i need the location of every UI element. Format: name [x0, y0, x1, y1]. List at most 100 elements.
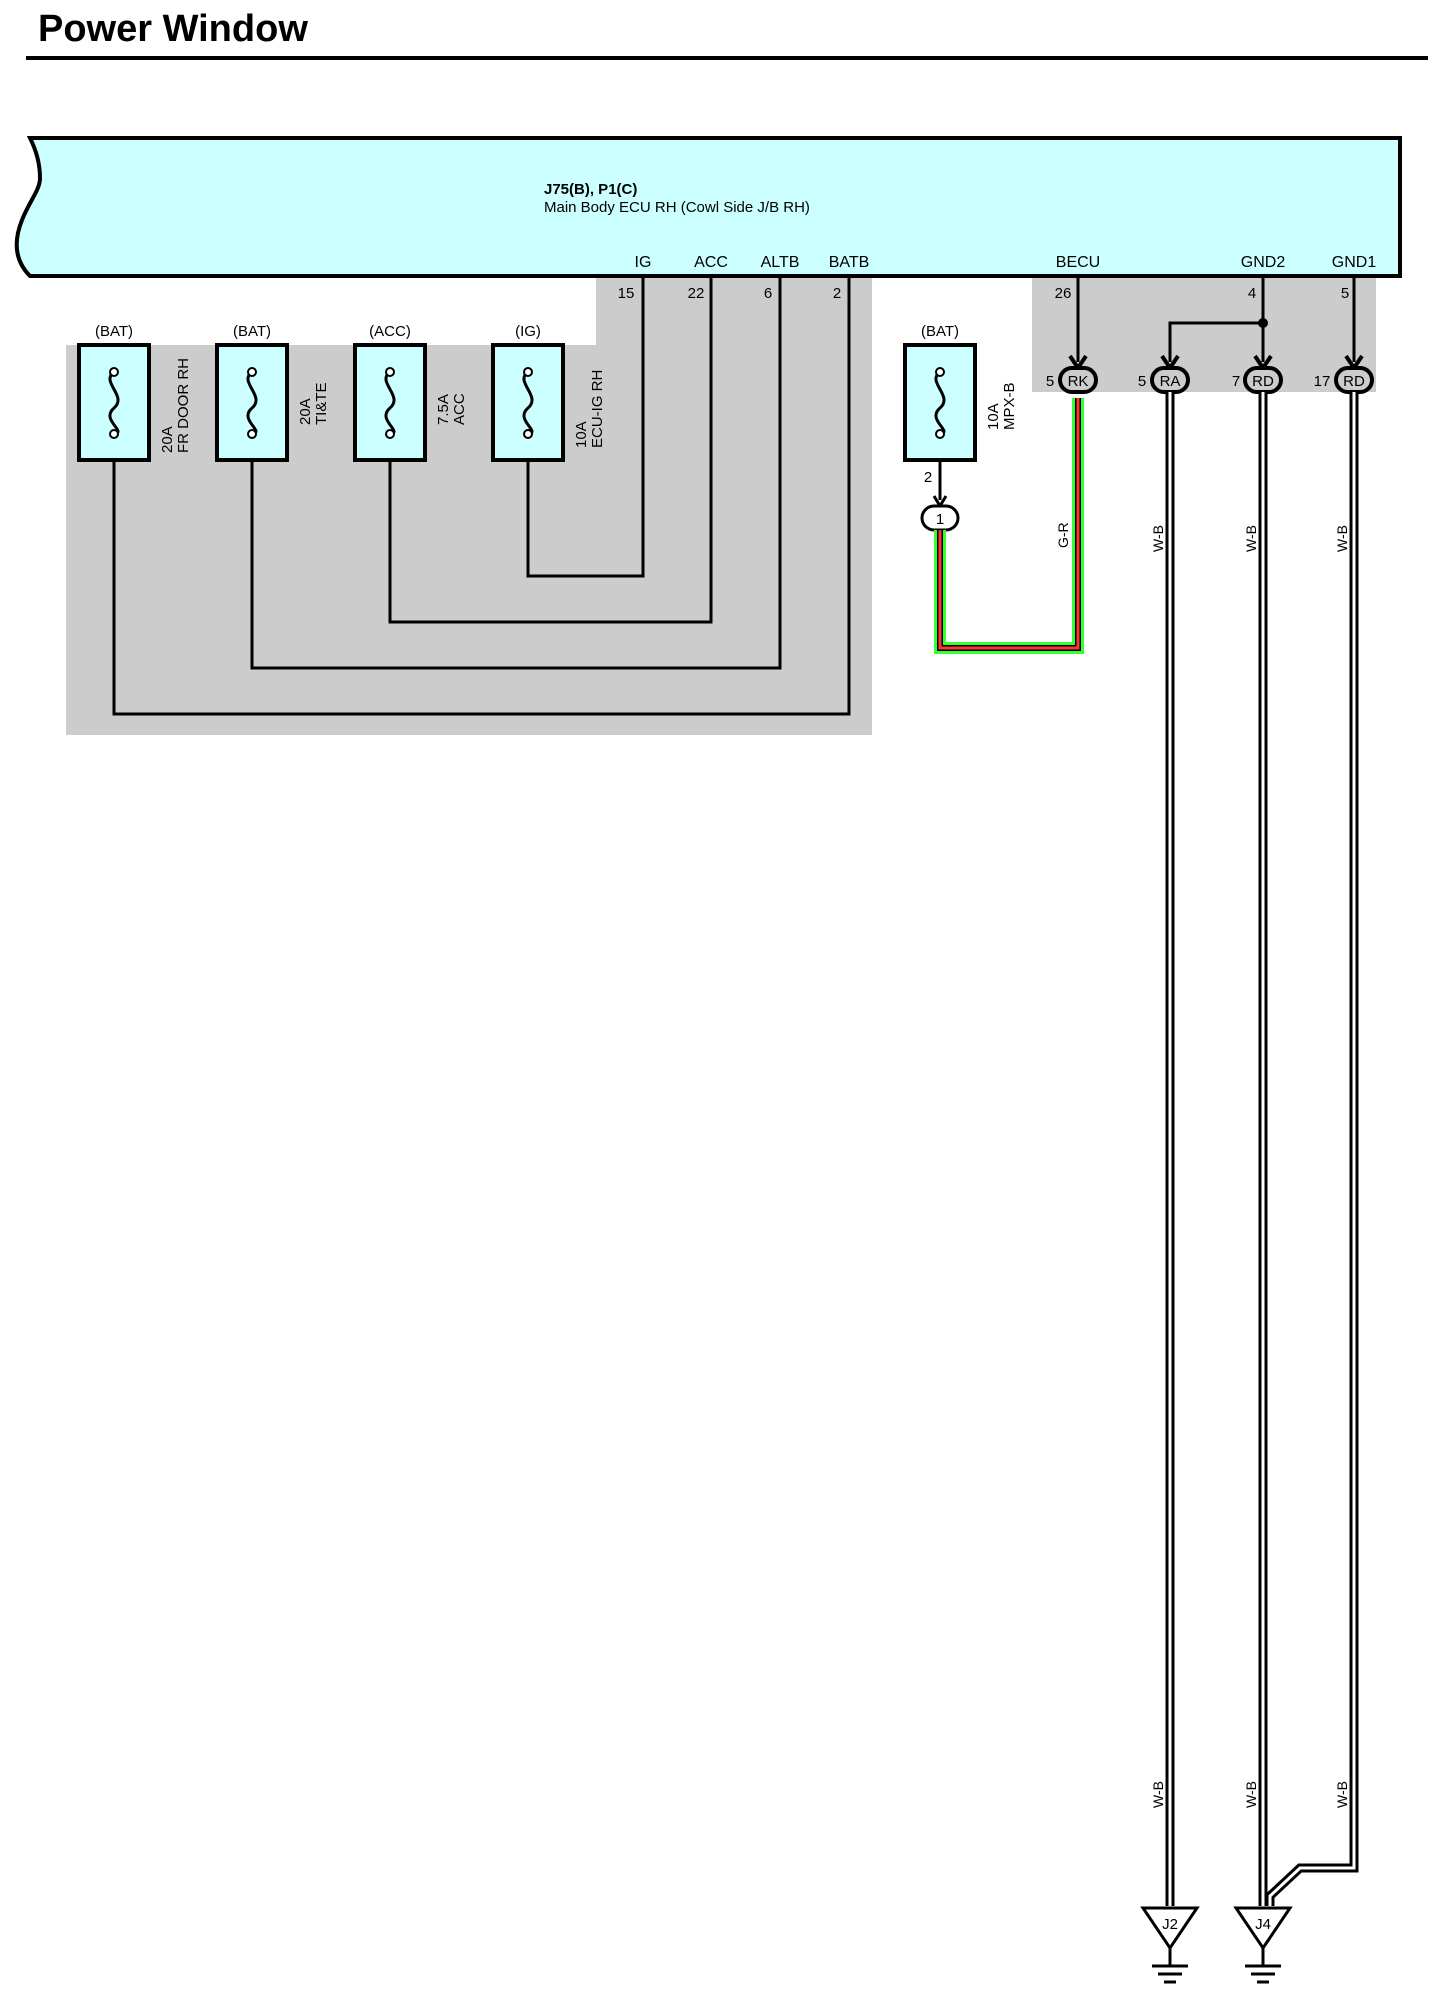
connector-pin-number: 7	[1232, 373, 1240, 390]
pin-label-altb: ALTB	[761, 254, 800, 271]
connector-pin-number: 5	[1046, 373, 1054, 390]
fuse-element	[384, 370, 396, 436]
fuse-tite: (BAT) 20A TI&TE	[215, 323, 330, 462]
wire-w-b-edge	[1265, 392, 1359, 1906]
fuse-box	[903, 343, 977, 462]
connector-pin-number: 17	[1314, 373, 1331, 390]
fuse-box	[77, 343, 151, 462]
connector-rd-17: RD 17	[1314, 366, 1374, 394]
title-rule	[26, 56, 1428, 60]
fuse-acc: (ACC) 7.5A ACC	[353, 323, 468, 462]
fuse-rating: 10A	[985, 403, 1002, 430]
pin-number-altb: 6	[764, 285, 772, 302]
pin-number-gnd1: 5	[1341, 285, 1349, 302]
pin-number-becu: 26	[1055, 285, 1072, 302]
fuse-element	[108, 370, 120, 436]
fuse-source-label: (IG)	[515, 323, 541, 340]
fuse-terminal	[523, 429, 533, 439]
page-title: Power Window	[38, 8, 308, 50]
fuse-box	[491, 343, 565, 462]
pin-label-gnd1: GND1	[1332, 254, 1377, 271]
connector-pin-number: 2	[924, 469, 932, 486]
fuse-rating: 7.5A	[435, 394, 452, 425]
pin-label-acc: ACC	[694, 254, 728, 271]
fuse-terminal	[523, 367, 533, 377]
ground-triangle	[1140, 1906, 1200, 1951]
wire-color-code-ra-top: W-B	[1150, 525, 1166, 552]
fuse-terminal	[247, 367, 257, 377]
wire-color-code-rd17-top: W-B	[1334, 525, 1350, 552]
connector-id: RK	[1068, 373, 1089, 390]
fuse-name: ACC	[451, 393, 468, 425]
fuse-terminal	[935, 429, 945, 439]
ecu-title: J75(B), P1(C)	[544, 181, 637, 198]
fuse-element	[522, 370, 534, 436]
wire-color-code-rd7-top: W-B	[1243, 525, 1259, 552]
pin-label-ig: IG	[635, 254, 652, 271]
junction-dot	[1258, 318, 1268, 328]
fuse-terminal	[109, 367, 119, 377]
fuse-terminal	[109, 429, 119, 439]
ecu-box	[14, 136, 1402, 278]
wire-frdoor-to-batb	[112, 276, 851, 716]
connector-rk-shape	[1058, 366, 1098, 394]
wire-tite-to-altb	[250, 276, 782, 670]
wire-color-code-rd7-bottom: W-B	[1243, 1781, 1259, 1808]
pin-number-batb: 2	[833, 285, 841, 302]
fuse-name: MPX-B	[1001, 382, 1018, 430]
fuse-source-label: (BAT)	[233, 323, 271, 340]
ground-id: J4	[1255, 1916, 1271, 1933]
fuse-source-label: (BAT)	[921, 323, 959, 340]
wire-color-code-ra-bottom: W-B	[1150, 1781, 1166, 1808]
wire-color-code-rd17-bottom: W-B	[1334, 1781, 1350, 1808]
connector-id: RD	[1343, 373, 1365, 390]
connector-id: RA	[1160, 373, 1181, 390]
fuse-ecu-ig-rh: (IG) 10A ECU-IG RH	[491, 323, 606, 462]
fuse-terminal	[385, 367, 395, 377]
pin-number-gnd2: 4	[1248, 285, 1256, 302]
ecu-subtitle: Main Body ECU RH (Cowl Side J/B RH)	[544, 199, 810, 216]
internal-wires	[112, 276, 851, 716]
fuse-fr-door-rh: (BAT) 20A FR DOOR RH	[77, 323, 192, 462]
jb-internal-area-left	[66, 275, 872, 735]
fuse-rating: 10A	[573, 421, 590, 448]
wire-w-b-core	[1268, 392, 1356, 1906]
pin-label-becu: BECU	[1056, 254, 1100, 271]
connector-rd-7: RD 7	[1232, 366, 1283, 394]
ground-symbol	[1245, 1948, 1281, 1984]
connector-pin-number: 5	[1138, 373, 1146, 390]
fuse-box	[215, 343, 289, 462]
connector-id: 1	[936, 511, 944, 528]
wire-g-r-inner	[938, 398, 1080, 650]
wire-acc-to-acc	[388, 276, 713, 624]
fuse-name: TI&TE	[313, 382, 330, 425]
fuse-terminal	[935, 367, 945, 377]
fuse-rating: 20A	[297, 398, 314, 425]
pin-number-acc: 22	[688, 285, 705, 302]
fuse-terminal	[385, 429, 395, 439]
fuse-source-label: (BAT)	[95, 323, 133, 340]
connector-rk: RK 5	[1046, 366, 1098, 394]
ground-id: J2	[1162, 1916, 1178, 1933]
wire-color-code-becu: G-R	[1055, 522, 1071, 548]
pin-label-batb: BATB	[829, 254, 870, 271]
fuse-name: FR DOOR RH	[175, 358, 192, 453]
ground-symbol	[1152, 1948, 1188, 1984]
fuse-rating: 20A	[159, 426, 176, 453]
fuse-element	[246, 370, 258, 436]
ground-j2: J2	[1140, 1906, 1200, 1984]
fuse-box	[353, 343, 427, 462]
ground-triangle	[1233, 1906, 1293, 1951]
fuse-mpx-b: (BAT) 10A MPX-B	[903, 323, 1018, 462]
ground-j4: J4	[1233, 1906, 1293, 1984]
fuse-terminal	[247, 429, 257, 439]
pin-label-gnd2: GND2	[1241, 254, 1286, 271]
wire-w-b-rd17-j4	[1265, 392, 1359, 1906]
fuse-element	[934, 370, 946, 436]
connector-id: RD	[1252, 373, 1274, 390]
wire-ecu-ig-rh-to-ig	[526, 276, 645, 578]
fuse-name: ECU-IG RH	[589, 370, 606, 448]
pin-number-ig: 15	[618, 285, 635, 302]
fuse-source-label: (ACC)	[369, 323, 411, 340]
